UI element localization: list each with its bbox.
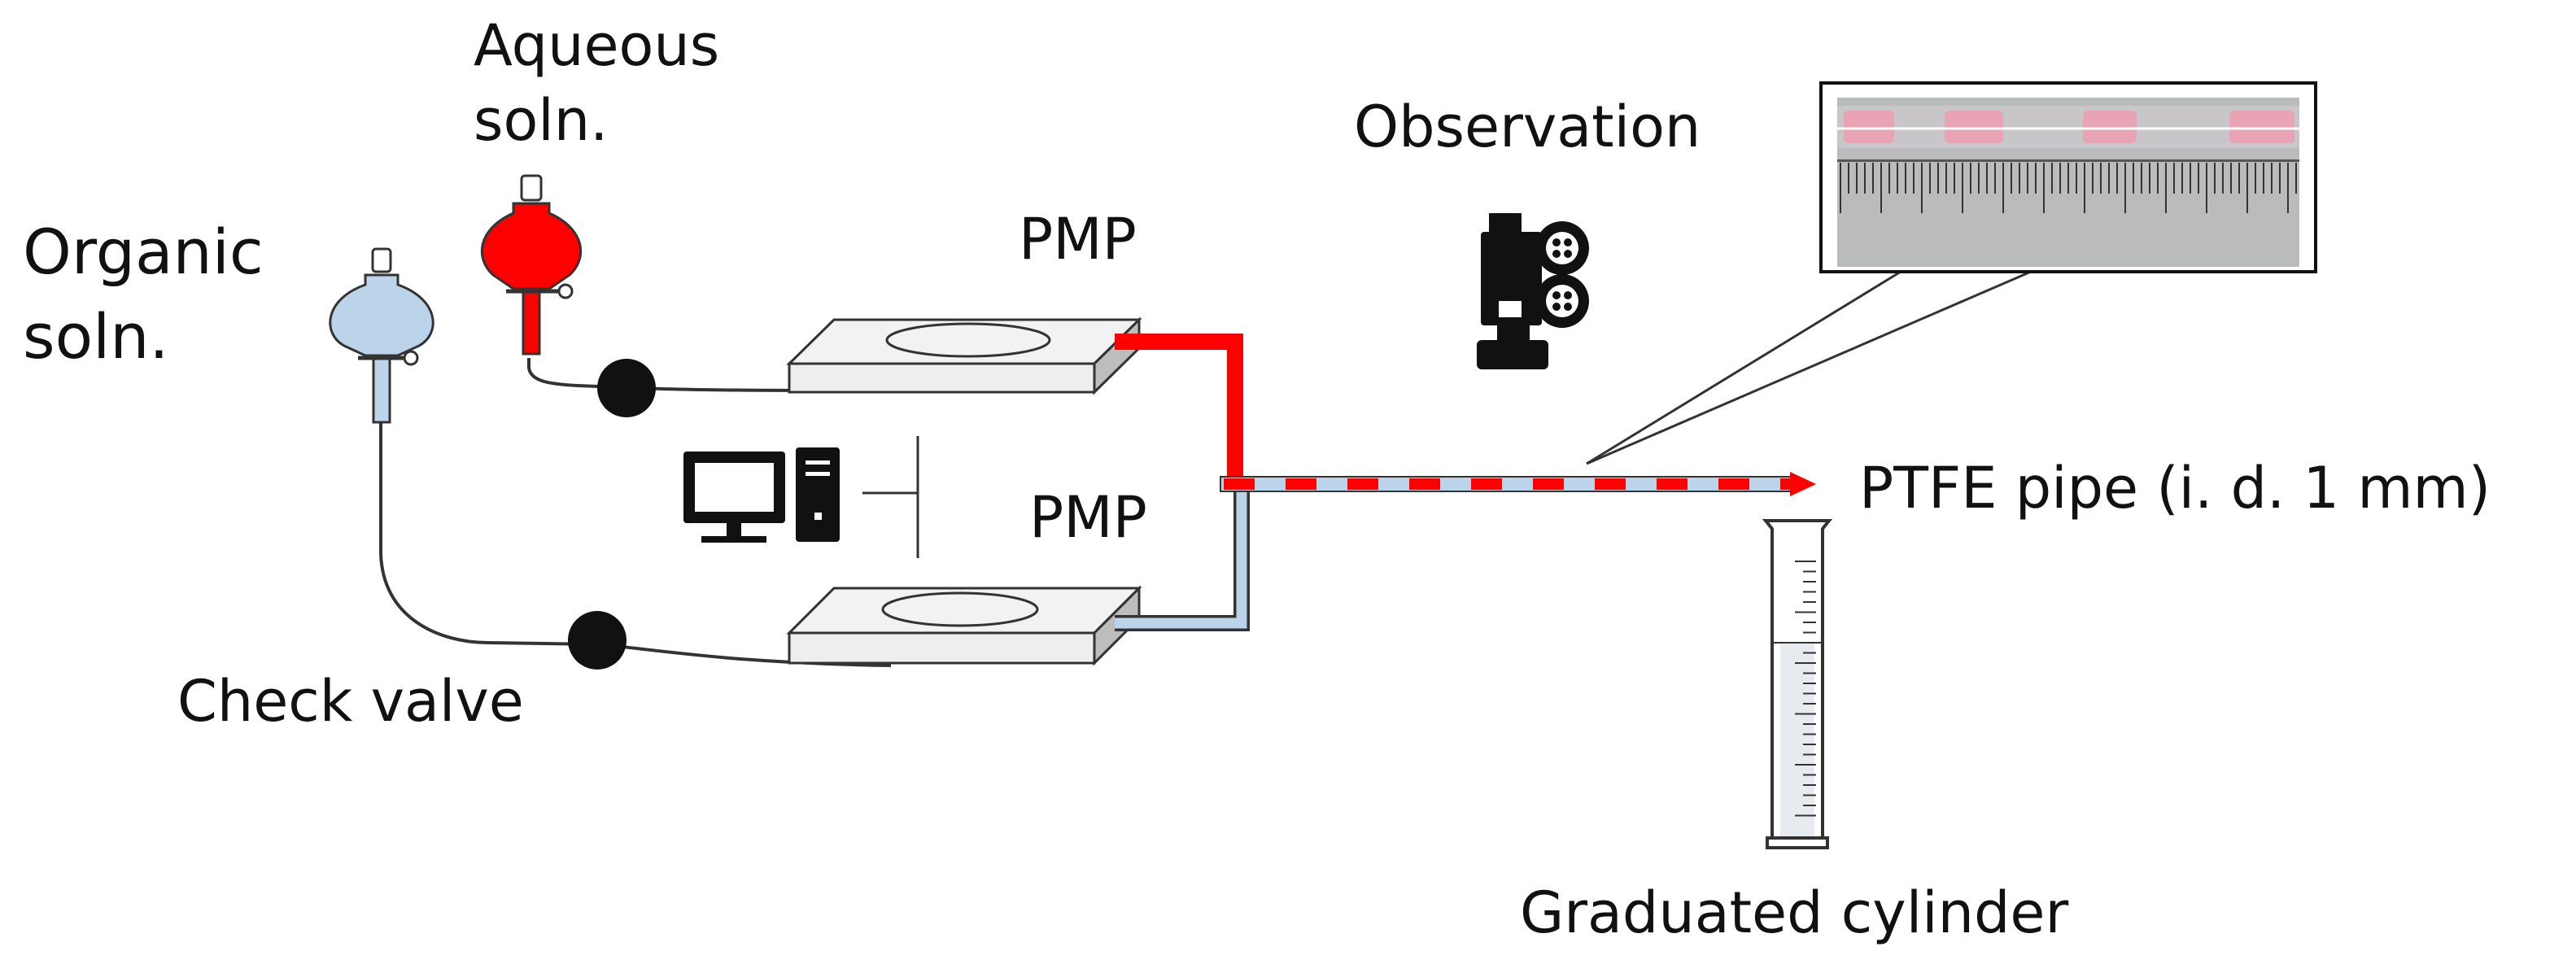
organic-funnel-icon: [329, 247, 434, 424]
check-valve-icon: [568, 611, 627, 670]
observation-label: Observation: [1354, 94, 1701, 160]
pmp-top-label: PMP: [1019, 206, 1137, 273]
pmp-bottom-label: PMP: [1029, 484, 1147, 551]
aqueous-outlet-tube: [1115, 334, 1243, 483]
pump-top: [786, 316, 1142, 395]
ruler-ticks: [1840, 163, 2297, 213]
check-valve-icon: [597, 359, 656, 417]
aqueous-label-line1: Aqueous: [474, 12, 719, 79]
aqueous-label-line2: soln.: [474, 87, 608, 154]
graduated-cylinder-icon: [1762, 519, 1833, 849]
pump-bottom: [786, 585, 1142, 666]
graduated-cylinder-label: Graduated cylinder: [1520, 879, 2068, 946]
callout-line: [1586, 270, 2032, 465]
callout-line: [1586, 270, 1901, 465]
pipe-observation-photo: [1819, 81, 2317, 273]
organic-label-line2: soln.: [23, 300, 169, 373]
desktop-computer-icon: [683, 447, 840, 543]
ptfe-pipe-label: PTFE pipe (i. d. 1 mm): [1859, 455, 2491, 521]
cylinder-graduations: [1795, 561, 1816, 817]
organic-label-line1: Organic: [23, 216, 264, 288]
organic-outlet-tube-fill: [1115, 488, 1247, 629]
check-valve-label: Check valve: [177, 668, 524, 735]
aqueous-funnel-icon: [480, 174, 583, 356]
video-camera-icon: [1477, 213, 1589, 369]
ptfe-pipe: [1220, 472, 1816, 496]
